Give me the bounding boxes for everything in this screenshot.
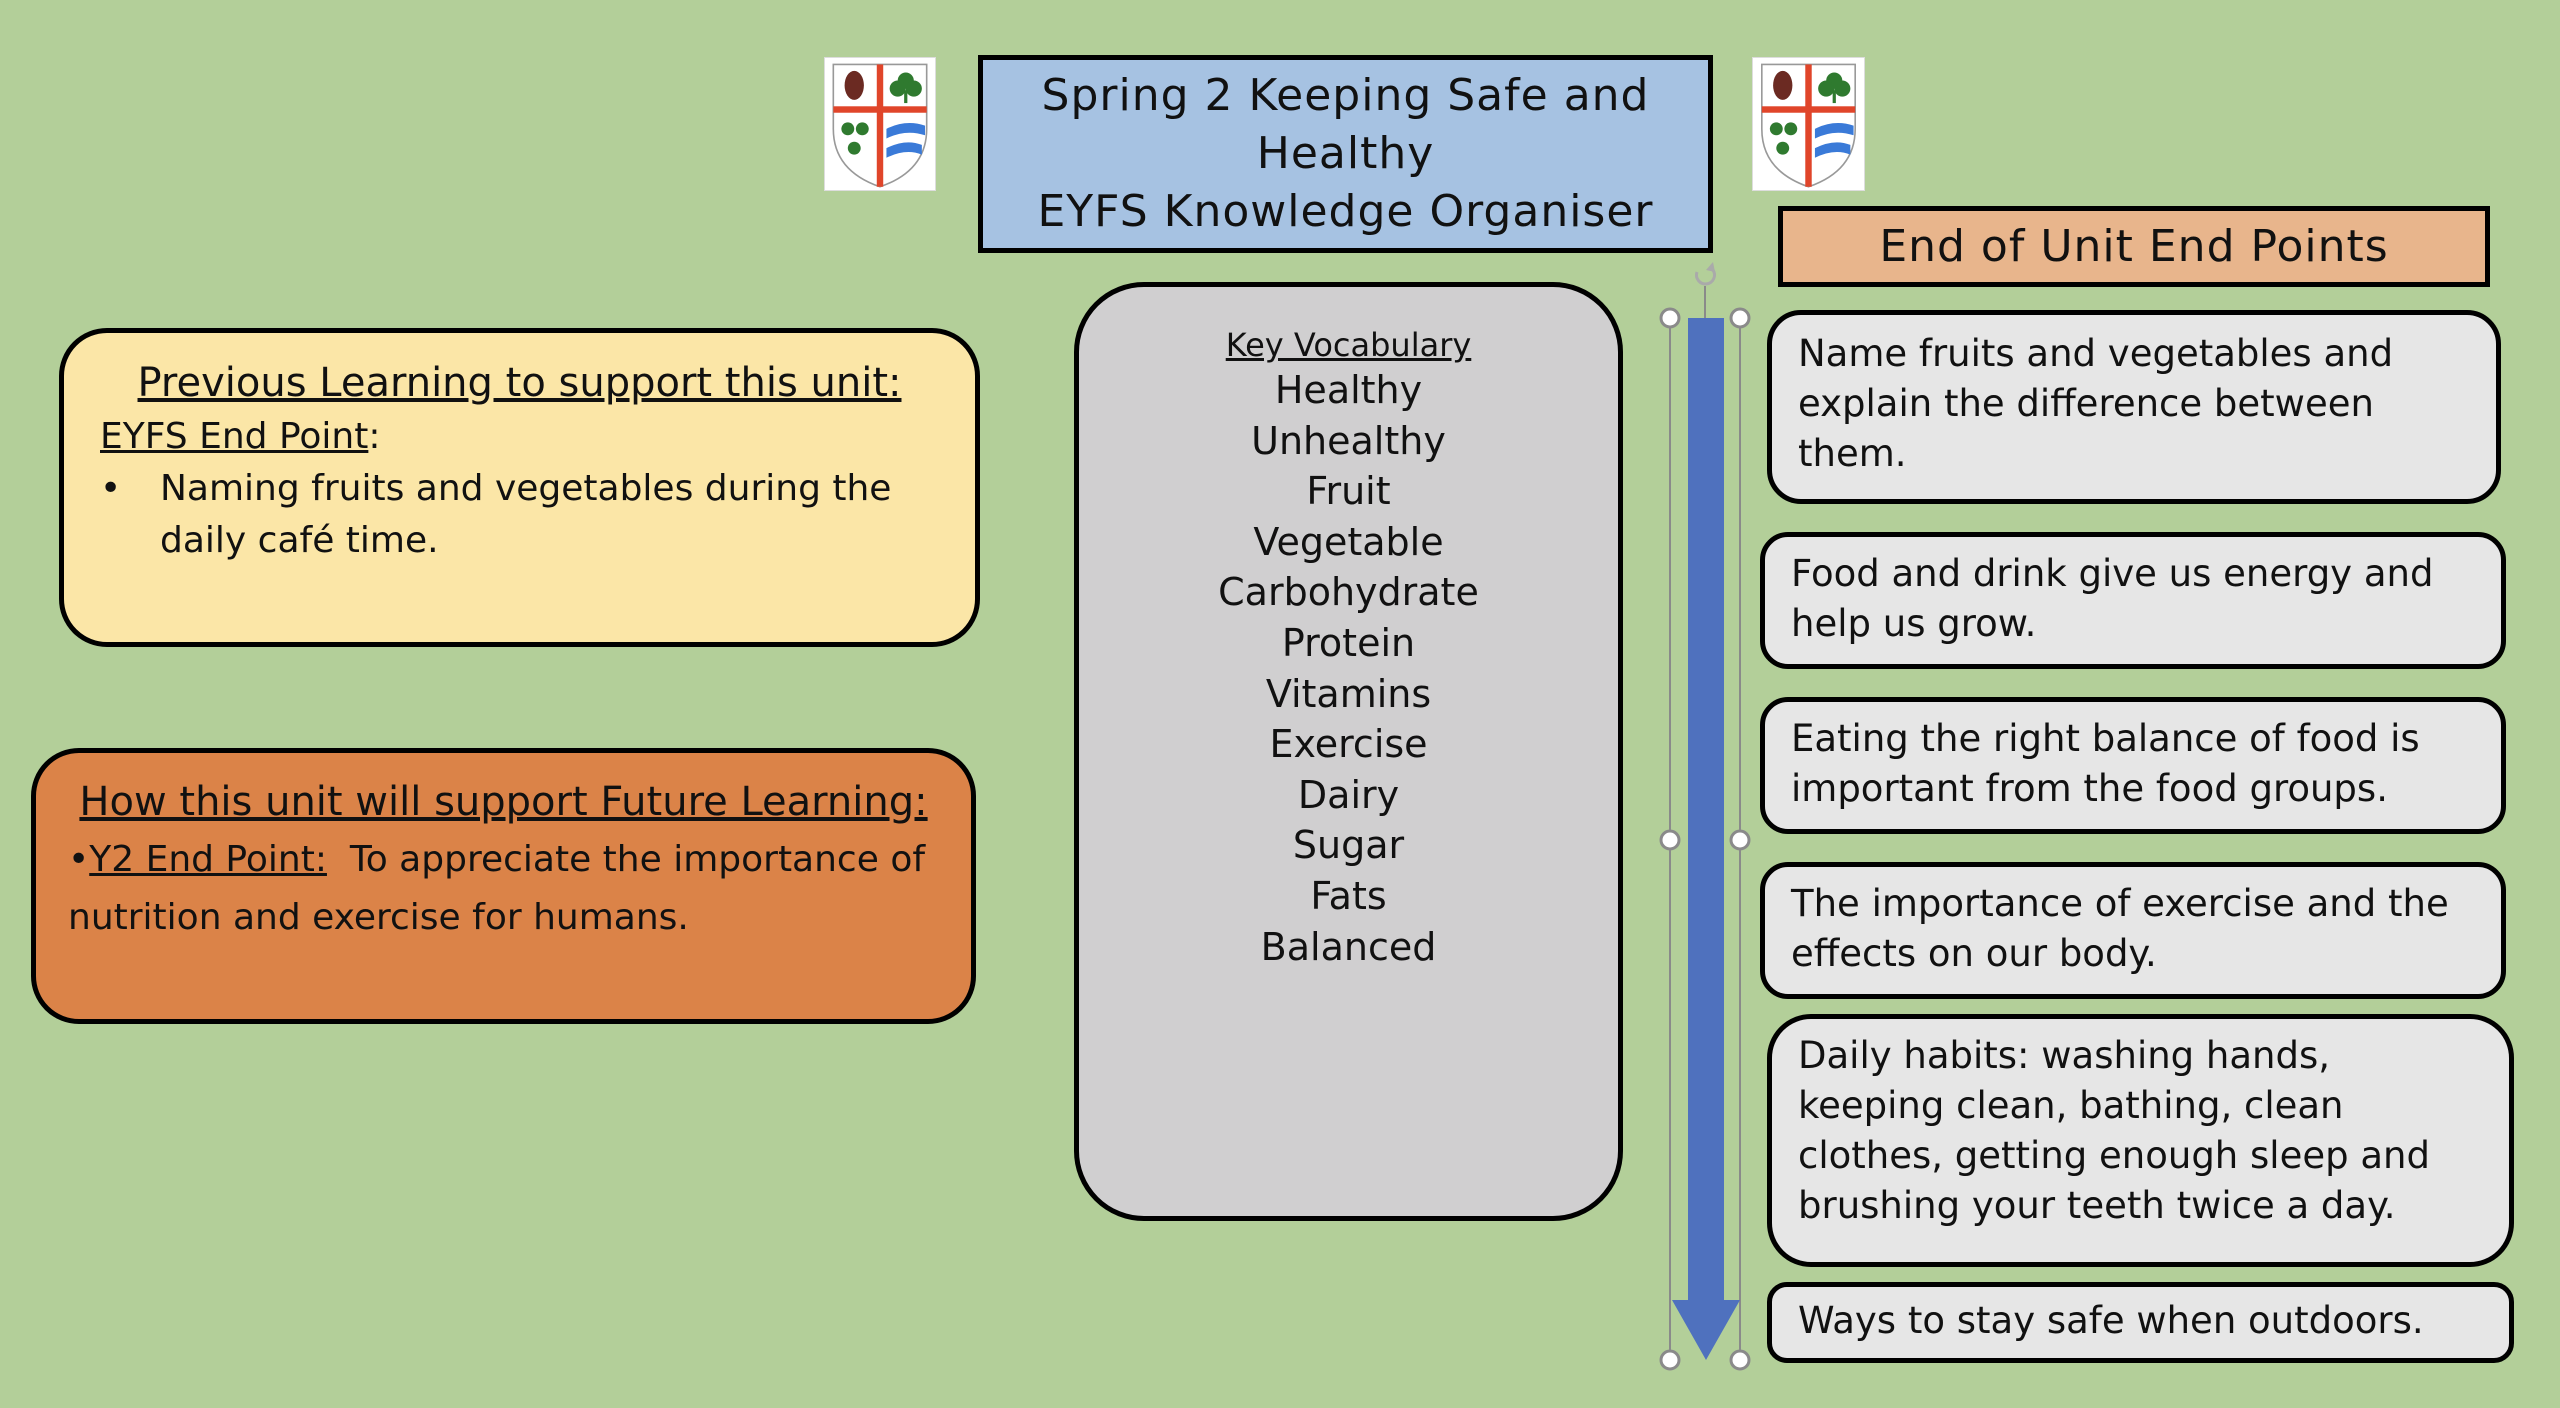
bullet: •	[68, 839, 90, 880]
y2-end-point-label: Y2 End Point:	[89, 839, 327, 880]
resize-handle	[1729, 1349, 1751, 1371]
key-vocabulary-box: Key Vocabulary Healthy Unhealthy Fruit V…	[1074, 282, 1623, 1221]
eyfs-end-point-text: EYFS End Point	[100, 416, 369, 457]
end-point-item: Ways to stay safe when outdoors.	[1767, 1282, 2514, 1363]
vocab-word: Sugar	[1292, 823, 1405, 868]
end-point-item: Name fruits and vegetables and explain t…	[1767, 310, 2501, 504]
vocab-word: Protein	[1281, 620, 1416, 665]
vocab-word: Dairy	[1297, 772, 1400, 817]
future-learning-title: How this unit will support Future Learni…	[79, 779, 928, 825]
page-title: Spring 2 Keeping Safe and Healthy EYFS K…	[978, 55, 1713, 253]
title-line: Spring 2 Keeping Safe and	[1041, 70, 1650, 121]
vocab-word: Carbohydrate	[1218, 570, 1479, 615]
vocab-word: Vitamins	[1265, 671, 1432, 716]
future-learning-text: •Y2 End Point: To appreciate the importa…	[68, 831, 939, 947]
rotate-handle-icon	[1695, 262, 1716, 286]
resize-handle	[1729, 307, 1751, 329]
key-vocabulary-heading: Key Vocabulary	[1225, 326, 1472, 364]
title-line: Healthy	[1256, 128, 1435, 179]
eyfs-end-point-label: EYFS End Point:	[100, 411, 939, 463]
vocab-word: Fruit	[1306, 469, 1391, 514]
vocab-word: Vegetable	[1253, 519, 1444, 564]
end-point-item: Eating the right balance of food is impo…	[1760, 697, 2506, 834]
end-point-item: Food and drink give us energy and help u…	[1760, 532, 2506, 669]
resize-handle	[1729, 829, 1751, 851]
vocab-word: Balanced	[1260, 924, 1437, 969]
vocab-word: Exercise	[1269, 722, 1428, 767]
end-point-item: Daily habits: washing hands, keeping cle…	[1767, 1014, 2514, 1267]
list-item: Naming fruits and vegetables during the …	[100, 463, 939, 567]
colon: :	[368, 416, 381, 457]
future-learning-box: How this unit will support Future Learni…	[31, 748, 976, 1024]
resize-handle	[1659, 307, 1681, 329]
arrow-body	[1672, 318, 1740, 1360]
vocab-word: Fats	[1310, 873, 1387, 918]
school-crest-icon	[1752, 57, 1865, 191]
y2-end-point-text: To appreciate the importance of nutritio…	[68, 839, 937, 938]
title-line: EYFS Knowledge Organiser	[1037, 186, 1654, 237]
resize-handle	[1659, 1349, 1681, 1371]
previous-learning-list: Naming fruits and vegetables during the …	[100, 463, 939, 567]
down-arrow-shape[interactable]	[1659, 260, 1751, 1371]
school-crest-icon	[824, 57, 936, 191]
vocabulary-list: Healthy Unhealthy Fruit Vegetable Carboh…	[1079, 365, 1618, 972]
resize-handle	[1659, 829, 1681, 851]
vocab-word: Healthy	[1274, 368, 1423, 412]
vocab-word: Unhealthy	[1251, 418, 1446, 463]
end-points-heading: End of Unit End Points	[1778, 206, 2490, 287]
end-point-item: The importance of exercise and the effec…	[1760, 862, 2506, 999]
previous-learning-title: Previous Learning to support this unit:	[137, 360, 902, 406]
previous-learning-box: Previous Learning to support this unit: …	[59, 328, 980, 647]
